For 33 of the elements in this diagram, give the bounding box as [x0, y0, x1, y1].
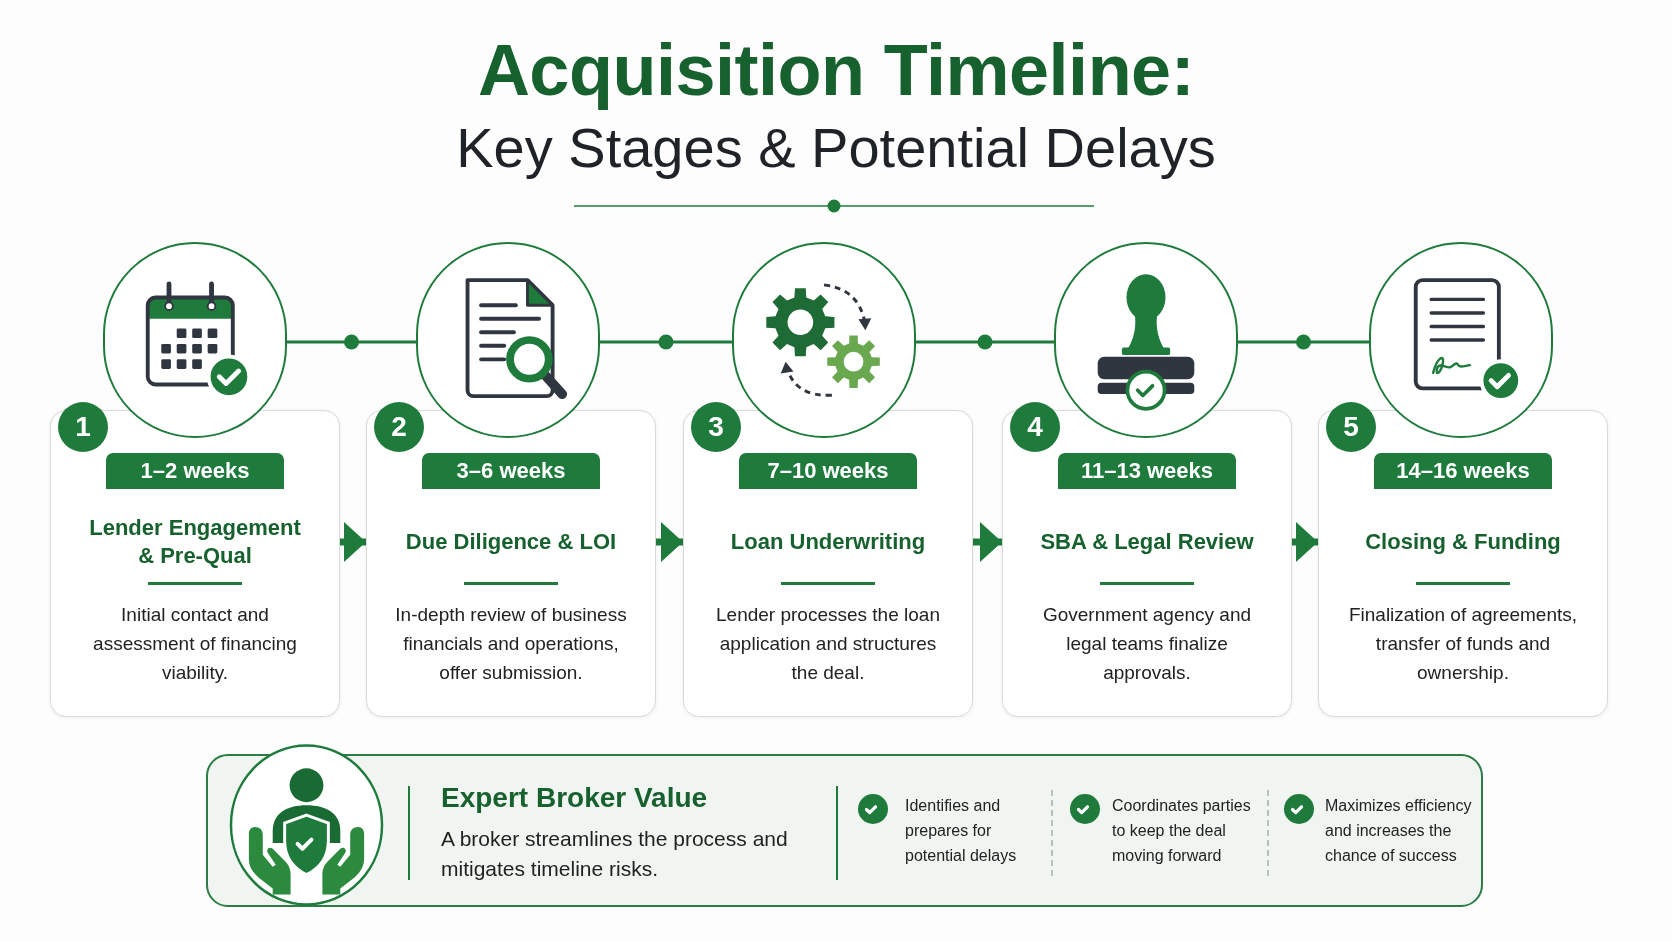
benefit-text: Coordinates parties to keep the deal moving forward: [1112, 796, 1252, 866]
step-number: 5: [1326, 402, 1376, 452]
arrow: [1292, 522, 1318, 562]
stage-title: Due Diligence & LOI: [405, 528, 617, 556]
duration-tag: 1–2 weeks: [106, 453, 284, 489]
stage-description: Initial contact and assessment of financing viability.: [92, 603, 298, 685]
stage-description: Finalization of agreements, transfer of funds and ownership.: [1347, 603, 1579, 685]
step-number: 2: [374, 402, 424, 452]
timeline-connector: [916, 340, 1054, 344]
benefit-text: Identifies and prepares for potential delays: [905, 796, 1018, 866]
stage-description: Lender processes the loan application and structures the deal.: [715, 603, 941, 685]
stage-title: Closing & Funding: [1365, 528, 1561, 556]
stage-description: Government agency and legal teams finalize approvals.: [1041, 603, 1253, 685]
step-number: 1: [58, 402, 108, 452]
duration-tag: 11–13 weeks: [1058, 453, 1236, 489]
timeline-connector: [600, 340, 732, 344]
duration-tag: 3–6 weeks: [422, 453, 600, 489]
stage-title: Lender Engagement & Pre-Qual: [88, 514, 302, 570]
benefit-text: Maximizes efficiency and increases the chance of success: [1325, 796, 1473, 866]
stage-title: Loan Underwriting: [730, 528, 926, 556]
arrow: [973, 522, 1002, 562]
panel-description: A broker streamlines the process and mitigates timeline risks.: [441, 826, 789, 882]
step-number: 4: [1010, 402, 1060, 452]
stage-description: In-depth review of business financials and operations, offer submission.: [394, 603, 628, 685]
arrow: [340, 522, 366, 562]
duration-tag: 14–16 weeks: [1374, 453, 1552, 489]
duration-tag: 7–10 weeks: [739, 453, 917, 489]
timeline-connector: [287, 340, 416, 344]
arrow: [656, 522, 683, 562]
timeline-connector: [1238, 340, 1369, 344]
stage-title: SBA & Legal Review: [1040, 528, 1254, 556]
panel-title: Expert Broker Value: [441, 784, 708, 812]
step-number: 3: [691, 402, 741, 452]
